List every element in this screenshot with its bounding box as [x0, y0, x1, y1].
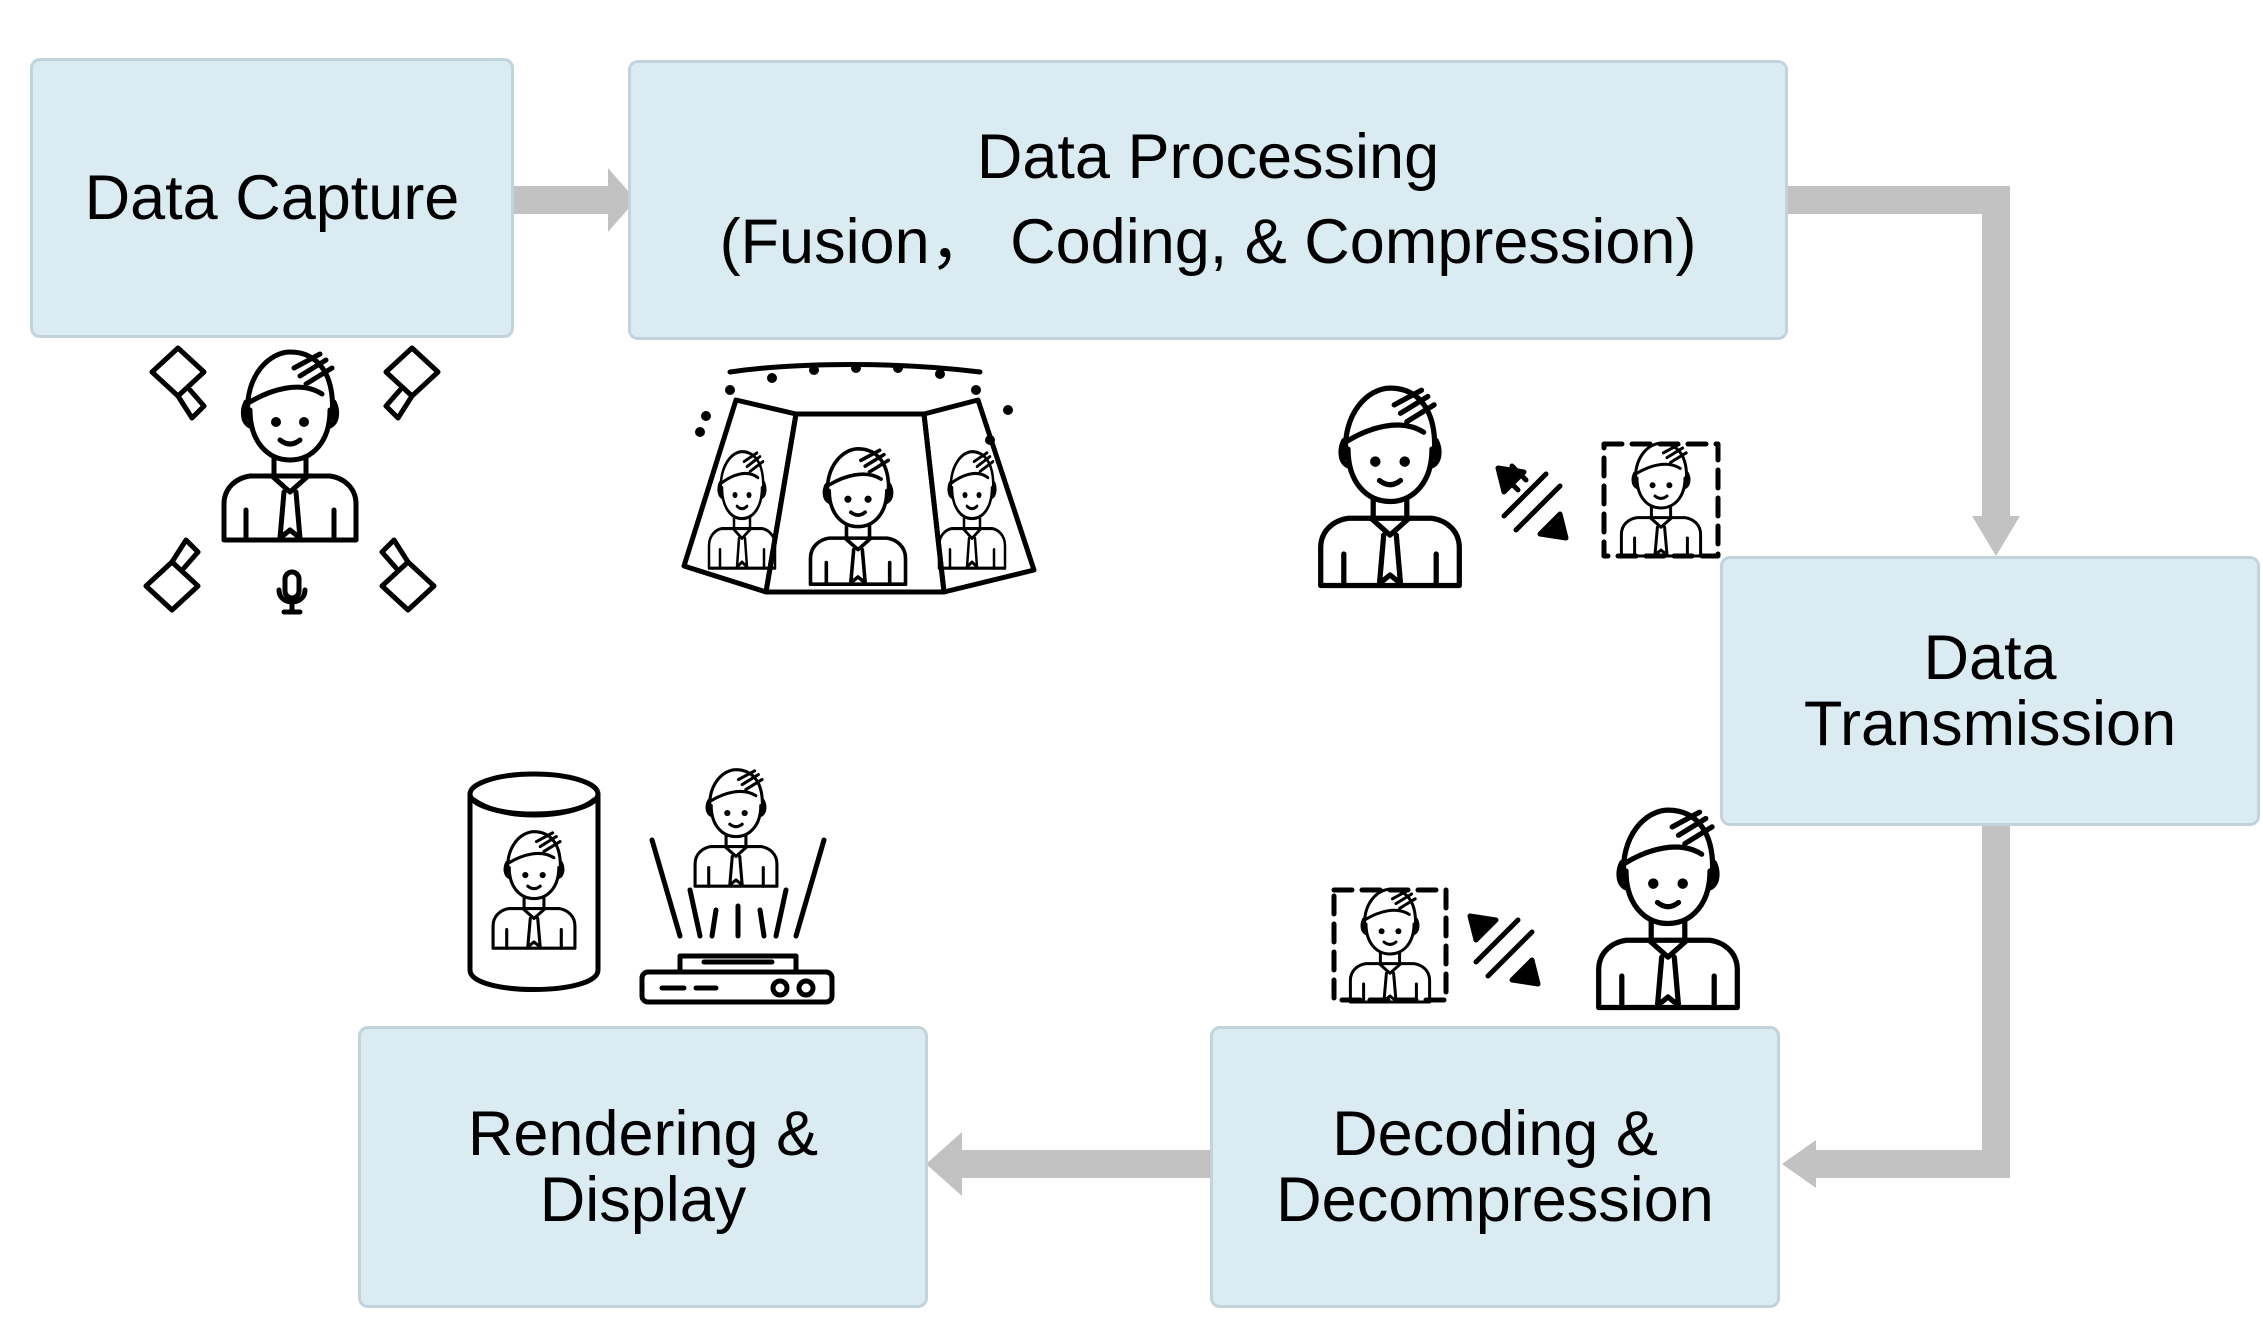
- step-label: Data Processing: [976, 121, 1440, 192]
- compress-arrows-icon: [1467, 913, 1541, 987]
- camera-icon: [386, 348, 438, 418]
- multi-view-panel-icon: [681, 362, 1037, 595]
- step-label-line1: Rendering &: [467, 1098, 819, 1169]
- step-label-line1: Data: [1923, 622, 2057, 693]
- arrow-decoding-to-rendering: [926, 1132, 1212, 1196]
- person-icon: [1321, 388, 1460, 585]
- step-decoding-decompression: Decoding & Decompression: [1210, 1026, 1780, 1308]
- person-icon: [224, 352, 356, 540]
- camera-icon: [146, 540, 198, 610]
- person-icon: [1619, 441, 1703, 558]
- person-icon: [1348, 887, 1432, 1004]
- camera-icon: [152, 348, 204, 418]
- arrow-capture-to-processing: [512, 168, 636, 232]
- cylinder-display-icon: [467, 771, 601, 992]
- rendering-illustration: [467, 768, 835, 1005]
- person-icon: [1599, 810, 1738, 1007]
- step-label-line2: Display: [539, 1165, 747, 1235]
- step-data-capture: Data Capture: [30, 58, 514, 338]
- arrow-processing-to-transmission: [1786, 186, 2020, 556]
- hologram-projector-icon: [639, 768, 835, 1005]
- step-label-line2: Decompression: [1276, 1165, 1714, 1235]
- decoding-illustration: [1331, 810, 1738, 1007]
- step-label: Data Capture: [84, 162, 460, 233]
- step-data-transmission: Data Transmission: [1720, 556, 2260, 826]
- transmission-illustration: [1321, 388, 1721, 585]
- camera-icon: [382, 540, 434, 610]
- arrow-transmission-to-decoding: [1782, 826, 2010, 1188]
- step-rendering-display: Rendering & Display: [358, 1026, 928, 1308]
- step-label-line2: Transmission: [1803, 689, 2177, 759]
- step-sublabel: (Fusion， Coding, & Compression): [719, 207, 1697, 277]
- step-label-line1: Decoding &: [1332, 1098, 1658, 1169]
- capture-illustration: [146, 348, 438, 615]
- compress-arrows-icon: [1495, 463, 1569, 541]
- step-data-processing: Data Processing (Fusion， Coding, & Compr…: [628, 60, 1788, 340]
- microphone-icon: [276, 569, 308, 615]
